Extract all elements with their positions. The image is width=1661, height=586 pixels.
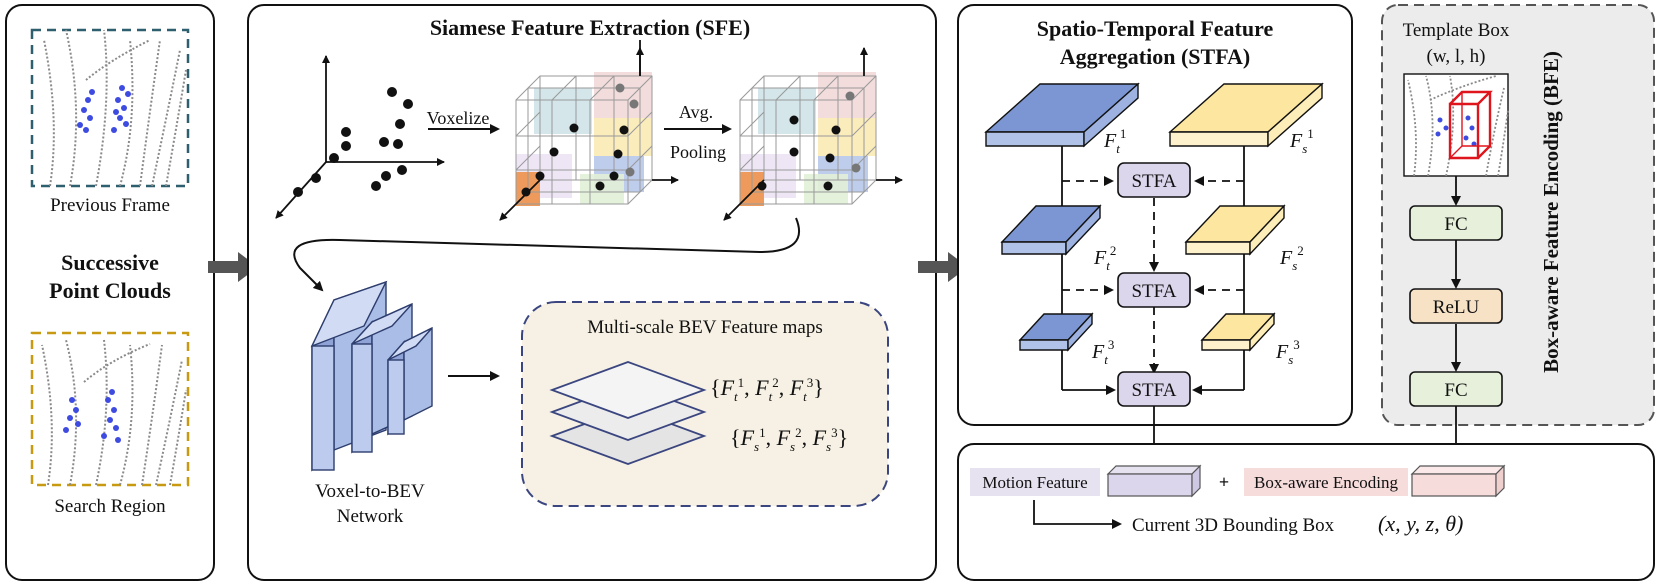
stfa-module-2-label: STFA — [1131, 281, 1176, 302]
sfe-panel: Siamese Feature Extraction (SFE) Voxeliz… — [247, 4, 937, 581]
stfa-module-1-label: STFA — [1131, 171, 1176, 192]
feature-plane-t3 — [1018, 312, 1094, 352]
label-ft3: Ft3 — [1091, 337, 1114, 367]
label-fs1: Fs1 — [1289, 126, 1314, 156]
raw-points — [293, 87, 413, 197]
relu-box-label: ReLU — [1433, 297, 1480, 318]
input-title-line2: Point Clouds — [49, 278, 171, 303]
template-pointcloud — [1403, 73, 1509, 177]
flow-arrow-2 — [918, 252, 968, 282]
motion-feature-tag — [970, 468, 1100, 496]
stfa-title-line2: Aggregation (STFA) — [1060, 44, 1250, 69]
box-aware-encoding-tag — [1244, 468, 1408, 496]
stfa-module-3: STFA — [1117, 371, 1191, 407]
fc-box-1: FC — [1409, 205, 1503, 241]
stfa-module-2: STFA — [1117, 272, 1191, 308]
voxelize-label: Voxelize — [427, 108, 490, 128]
box-aware-encoding-block — [1410, 464, 1506, 498]
box-aware-encoding-label: Box-aware Encoding — [1254, 473, 1398, 492]
feature-plane-s2 — [1184, 204, 1286, 256]
output-panel: Motion Feature + Box-aware Encoding Curr… — [957, 443, 1655, 581]
label-ft1: Ft1 — [1103, 126, 1126, 156]
stfa-module-3-label: STFA — [1131, 380, 1176, 401]
motion-feature-block — [1106, 464, 1202, 498]
curved-arrow — [293, 217, 801, 292]
feature-plane-t1 — [984, 82, 1140, 148]
voxel-to-bev-network — [310, 280, 433, 472]
plus-sign: + — [1219, 472, 1229, 492]
template-box-line2: (w, l, h) — [1427, 46, 1486, 67]
feature-plane-s1 — [1168, 82, 1324, 148]
result-formula: (x, y, z, θ) — [1378, 511, 1463, 536]
bev-set-t: {Ft1, Ft2, Ft3} — [710, 375, 824, 404]
input-panel: Previous Frame Successive Point Clouds — [5, 4, 215, 581]
flow-arrow-1 — [208, 252, 258, 282]
previous-frame-label: Previous Frame — [50, 195, 170, 216]
bev-set-s: {Fs1, Fs2, Fs3} — [730, 425, 848, 454]
voxel-grid-1 — [499, 40, 679, 221]
feature-plane-t2 — [1000, 204, 1102, 256]
label-ft2: Ft2 — [1093, 243, 1116, 273]
fc-box-2: FC — [1409, 371, 1503, 407]
network-label-line1: Voxel-to-BEV — [315, 481, 425, 502]
sfe-title: Siamese Feature Extraction (SFE) — [430, 15, 750, 40]
search-region-pointcloud — [30, 331, 190, 487]
label-fs2: Fs2 — [1279, 243, 1304, 273]
network-label-line2: Network — [337, 506, 404, 527]
bev-feature-maps-box — [521, 301, 889, 507]
stfa-module-1: STFA — [1117, 162, 1191, 198]
search-region-label: Search Region — [54, 496, 166, 517]
feature-plane-s3 — [1200, 312, 1276, 352]
label-fs3: Fs3 — [1275, 337, 1300, 367]
stfa-panel: Spatio-Temporal Feature Aggregation (STF… — [957, 4, 1353, 464]
motion-feature-label: Motion Feature — [982, 473, 1087, 492]
fc-box-2-label: FC — [1444, 380, 1467, 401]
result-label: Current 3D Bounding Box — [1132, 515, 1335, 536]
result-arrow — [1033, 500, 1122, 529]
bev-title: Multi-scale BEV Feature maps — [587, 317, 823, 338]
template-box-line1: Template Box — [1403, 20, 1510, 41]
previous-frame-pointcloud — [30, 28, 190, 188]
pooling-label: Pooling — [670, 142, 726, 162]
fc-box-1-label: FC — [1444, 214, 1467, 235]
avg-label: Avg. — [679, 102, 713, 122]
input-title-line1: Successive — [61, 250, 159, 275]
relu-box: ReLU — [1409, 288, 1503, 324]
stfa-title-line1: Spatio-Temporal Feature — [1037, 16, 1274, 41]
bfe-panel: Template Box (w, l, h) — [1381, 4, 1655, 464]
voxel-grid-2 — [723, 47, 903, 221]
bfe-side-title: Box-aware Feature Encoding (BFE) — [1539, 51, 1563, 373]
